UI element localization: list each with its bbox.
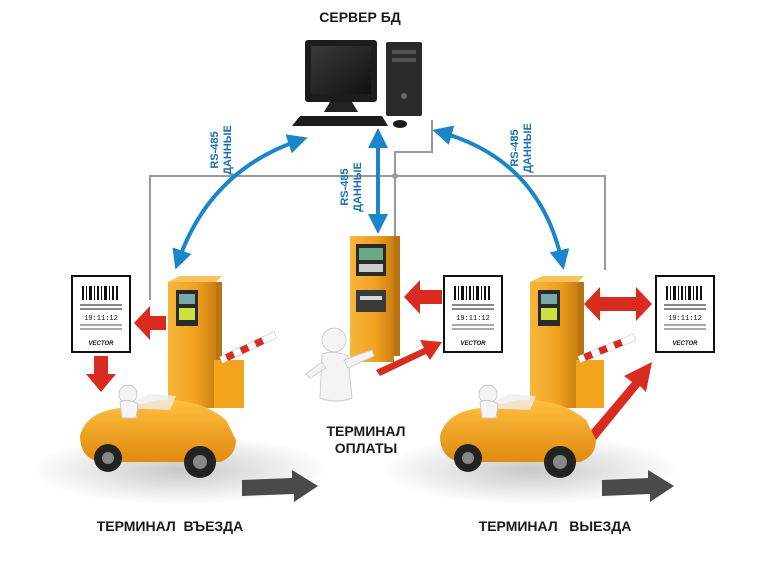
car-left [80, 384, 236, 478]
exit-barrier-arm [577, 333, 637, 364]
ticket-exit-time: 19:11:12 [668, 315, 702, 323]
entry-barrier-base [214, 360, 244, 408]
exit-terminal-label: ТЕРМИНАЛ ВЫЕЗДА [479, 518, 632, 534]
ticket-payment-time: 19:11:12 [456, 315, 490, 323]
data-arrows [172, 125, 570, 270]
entry-terminal-label: ТЕРМИНАЛ ВЪЕЗДА [97, 518, 244, 534]
flow-arrows [86, 280, 652, 440]
payment-terminal-slot [356, 290, 386, 312]
link-center-label-2: ДАННЫЕ [352, 162, 364, 212]
arrow-ticket-to-car [86, 356, 116, 392]
arrow-person-ticket [376, 340, 442, 376]
payment-terminal [350, 236, 400, 362]
ticket-payment-barcode [454, 286, 490, 300]
monitor-screen [311, 46, 371, 94]
cable-center [394, 120, 433, 176]
ticket-exit-barcode [666, 286, 702, 300]
ticket-exit-brand: VECTOR [673, 341, 699, 347]
link-center-label-1: RS-485 [339, 168, 351, 205]
ticket-entry: 19:11:12 VECTOR [71, 275, 131, 353]
mouse [393, 120, 407, 128]
exit-barrier-base [576, 360, 604, 408]
server-computer [292, 40, 422, 128]
arrow-car-to-exit-ticket [588, 362, 652, 440]
ticket-exit: 19:11:12 VECTOR [655, 275, 715, 353]
server-label: СЕРВЕР БД [319, 9, 401, 25]
ticket-entry-barcode [82, 286, 118, 300]
arrow-ticket-to-payment [404, 280, 442, 314]
link-left-label-2: ДАННЫЕ [222, 125, 234, 175]
arrow-exit-ticket-double [584, 287, 652, 321]
car-right [440, 384, 596, 478]
exit-terminal [530, 276, 637, 408]
ticket-payment-brand: VECTOR [461, 341, 487, 347]
payment-terminal-label-1: ТЕРМИНАЛ [327, 423, 406, 439]
ticket-entry-brand: VECTOR [89, 341, 115, 347]
road-arrow-left [242, 470, 318, 502]
entry-barrier-arm [219, 331, 278, 364]
person-figure [305, 327, 375, 402]
link-right-label-1: RS-485 [509, 129, 521, 166]
data-arrow-left [172, 134, 308, 270]
cable-junction [392, 173, 398, 179]
entry-terminal [168, 276, 278, 408]
arrow-entry-to-ticket [134, 306, 166, 340]
payment-terminal-label-2: ОПЛАТЫ [335, 440, 397, 456]
link-right-label-2: ДАННЫЕ [522, 123, 534, 173]
ticket-entry-time: 19:11:12 [84, 315, 118, 323]
road-arrow-right [602, 470, 674, 502]
link-left-label-1: RS-485 [209, 131, 221, 168]
ticket-payment: 19:11:12 VECTOR [443, 275, 503, 353]
data-arrow-right [432, 125, 570, 270]
keyboard [292, 116, 388, 126]
monitor-stand [324, 102, 358, 112]
